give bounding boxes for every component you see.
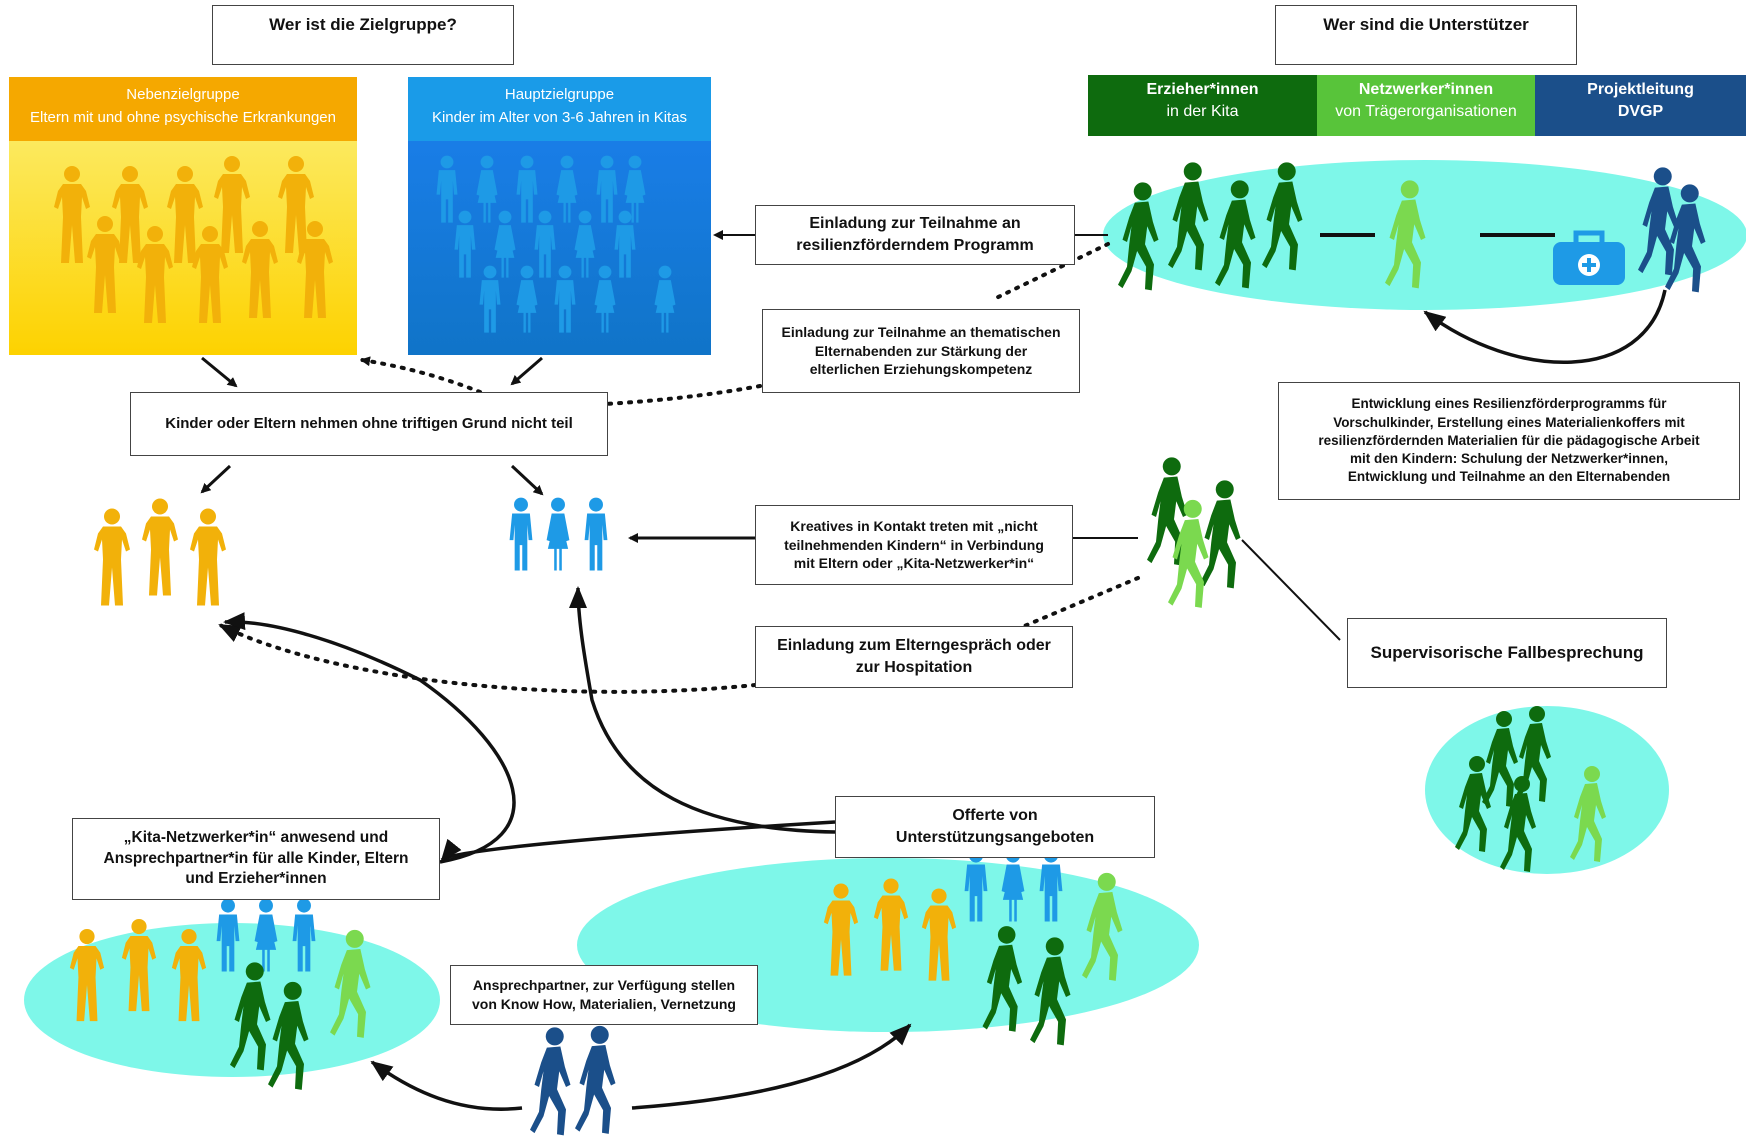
networkers-desc: von Trägerorganisationen xyxy=(1335,103,1517,121)
invitation-program-box: Einladung zur Teilnahme an resilienzförd… xyxy=(755,205,1075,265)
kita-networker-line: „Kita-Netzwerker*in“ anwesend und xyxy=(123,828,389,846)
invitation-parent-evenings-box: Einladung zur Teilnahme an thematischen … xyxy=(762,309,1080,393)
development-line: resilienzfördernden Materialien für die … xyxy=(1318,432,1700,448)
parent-talk-box: Einladung zum Elterngespräch oder zur Ho… xyxy=(755,626,1073,688)
offers-line: Offerte von xyxy=(952,807,1038,825)
project-lead-label: Projektleitung xyxy=(1587,81,1694,98)
kita-networker-ellipse xyxy=(24,923,440,1077)
development-line: mit den Kindern: Schulung der Netzwerker… xyxy=(1349,451,1669,467)
supporters-title: Wer sind die Unterstützer xyxy=(1275,5,1577,65)
offers-box: Offerte von Unterstützungsangeboten xyxy=(835,796,1155,858)
children-group-icon xyxy=(436,155,676,333)
development-line: Vorschulkinder, Erstellung eines Materia… xyxy=(1333,414,1685,430)
kita-networker-line: Ansprechpartner*in für alle Kinder, Elte… xyxy=(103,849,409,867)
target-group-title: Wer ist die Zielgruppe? xyxy=(212,5,514,65)
creative-contact-box: Kreatives in Kontakt treten mit „nicht t… xyxy=(755,505,1073,585)
secondary-target-label: Nebenzielgruppe xyxy=(126,86,240,103)
project-lead-bottom-icon xyxy=(530,1025,616,1136)
parents-group-icon xyxy=(54,156,333,323)
contact-partner-line: Ansprechpartner, zur Verfügung stellen xyxy=(472,977,736,994)
development-line: Entwicklung eines Resilienzförderprogram… xyxy=(1351,396,1667,412)
educators-header: Erzieher*innen in der Kita xyxy=(1088,75,1317,136)
primary-target-header: Hauptzielgruppe Kinder im Alter von 3-6 … xyxy=(408,77,711,141)
primary-target-label: Hauptzielgruppe xyxy=(504,86,615,103)
supervision-ellipse xyxy=(1425,706,1669,874)
networkers-label: Netzwerker*innen xyxy=(1358,81,1494,98)
parent-talk-line: zur Hospitation xyxy=(855,659,973,676)
educators-desc: in der Kita xyxy=(1166,103,1239,121)
parent-talk-line: Einladung zum Elterngespräch oder xyxy=(777,637,1051,655)
invitation-evenings-line: Elternabenden zur Stärkung der xyxy=(814,342,1028,359)
secondary-target-header: Nebenzielgruppe Eltern mit und ohne psyc… xyxy=(9,77,357,141)
contact-partner-line: von Know How, Materialien, Vernetzung xyxy=(472,996,736,1012)
creative-contact-line: Kreatives in Kontakt treten mit „nicht xyxy=(790,517,1038,534)
invitation-program-line: resilienzförderndem Programm xyxy=(796,237,1034,254)
invitation-evenings-line: elterlichen Erziehungskompetenz xyxy=(809,361,1033,378)
creative-contact-line: teilnehmenden Kindern“ in Verbindung xyxy=(784,536,1044,553)
offers-line: Unterstützungsangeboten xyxy=(895,829,1095,846)
development-box: Entwicklung eines Resilienzförderprogram… xyxy=(1278,382,1740,500)
contact-partner-box: Ansprechpartner, zur Verfügung stellen v… xyxy=(450,965,758,1025)
networkers-header: Netzwerker*innen von Trägerorganisatione… xyxy=(1317,75,1535,136)
project-lead-header: Projektleitung DVGP xyxy=(1535,75,1746,136)
medical-bag-icon xyxy=(1553,230,1625,285)
creative-contact-line: mit Eltern oder „Kita-Netzwerker*in“ xyxy=(793,555,1035,572)
project-lead-desc: DVGP xyxy=(1617,103,1664,121)
kita-networker-line: und Erzieher*innen xyxy=(185,870,327,888)
supervision-box: Supervisorische Fallbesprechung xyxy=(1347,618,1667,688)
non-participating-children-icon xyxy=(509,497,608,571)
development-line: Entwicklung und Teilnahme an den Elterna… xyxy=(1347,469,1671,485)
no-participation-box: Kinder oder Eltern nehmen ohne triftigen… xyxy=(130,392,608,456)
invitation-evenings-line: Einladung zur Teilnahme an thematischen xyxy=(781,323,1061,340)
primary-target-desc: Kinder im Alter von 3-6 Jahren in Kitas xyxy=(431,109,688,127)
invitation-program-line: Einladung zur Teilnahme an xyxy=(809,215,1021,233)
kita-networker-box: „Kita-Netzwerker*in“ anwesend und Anspre… xyxy=(72,818,440,900)
non-participating-parents-icon xyxy=(94,498,226,606)
secondary-target-desc: Eltern mit und ohne psychische Erkrankun… xyxy=(29,109,336,127)
educators-label: Erzieher*innen xyxy=(1146,81,1259,98)
